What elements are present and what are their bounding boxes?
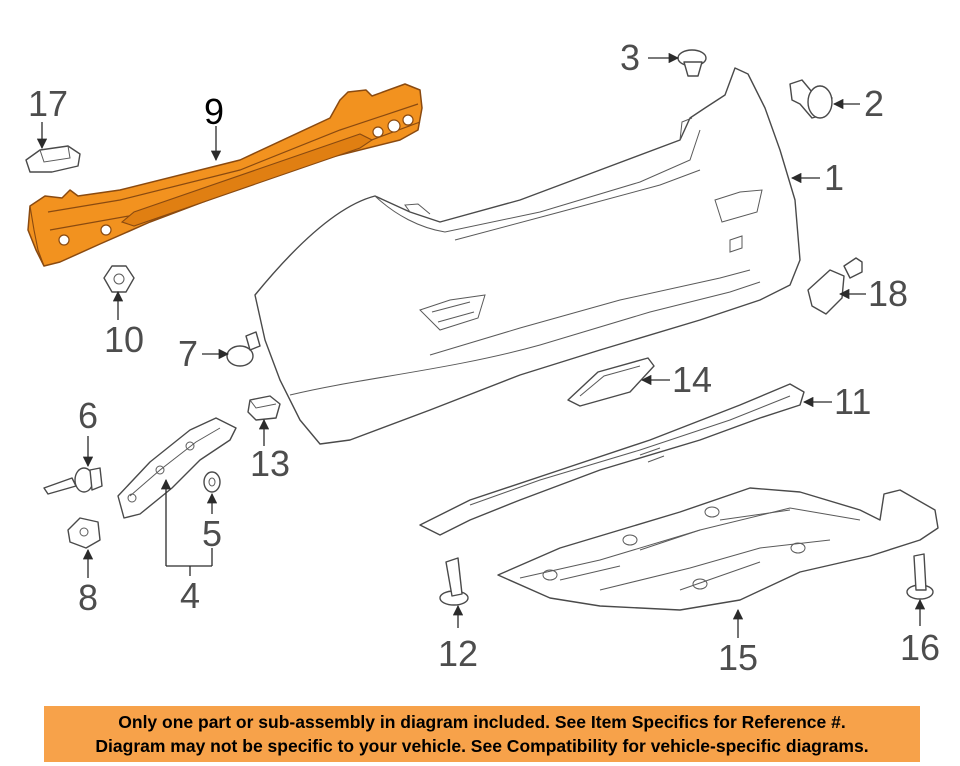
callout-2: 2 [864,83,884,124]
disclaimer-line-2: Diagram may not be specific to your vehi… [95,736,869,756]
screw-part-7[interactable] [226,331,261,367]
callout-4: 4 [180,575,200,616]
callout-3: 3 [620,37,640,78]
callout-6: 6 [78,395,98,436]
bolt-part-6[interactable] [43,467,103,495]
grommet-part-2[interactable] [789,79,833,119]
callout-8: 8 [78,577,98,618]
callout-5: 5 [202,513,222,554]
disclaimer-banner: Only one part or sub-assembly in diagram… [44,706,920,762]
underbody-shield-part-15[interactable] [497,487,939,611]
screw-part-16[interactable] [906,553,934,600]
push-pin-part-12[interactable] [439,557,469,606]
deflector-part-11[interactable] [419,383,805,536]
callout-13: 13 [250,443,290,484]
callout-labels: 9 17 10 3 2 1 18 7 13 14 11 6 5 8 4 12 1… [28,37,940,678]
callout-18: 18 [868,273,908,314]
callout-1: 1 [824,157,844,198]
bracket-part-18[interactable] [807,257,863,315]
callout-9: 9 [204,91,224,132]
nut-clip-part-8[interactable] [67,517,101,549]
reflector-part-14[interactable] [567,357,655,407]
callout-14: 14 [672,359,712,400]
pad-part-13[interactable] [247,395,281,421]
callout-15: 15 [718,637,758,678]
nut-part-10[interactable] [103,265,135,293]
clip-part-17[interactable] [25,145,81,173]
disclaimer-line-1: Only one part or sub-assembly in diagram… [118,712,846,732]
callout-11: 11 [834,381,871,422]
bracket-part-4[interactable] [117,417,237,519]
callout-10: 10 [104,319,144,360]
callout-16: 16 [900,627,940,668]
washer-part-5[interactable] [203,471,221,493]
callout-17: 17 [28,83,68,124]
bumper-cover-part-1[interactable] [254,67,801,445]
leader-lines [36,52,926,638]
callout-7: 7 [178,333,198,374]
push-pin-part-3[interactable] [677,49,707,77]
bumper-reinforcement-part-9[interactable] [27,83,423,267]
callout-12: 12 [438,633,478,674]
